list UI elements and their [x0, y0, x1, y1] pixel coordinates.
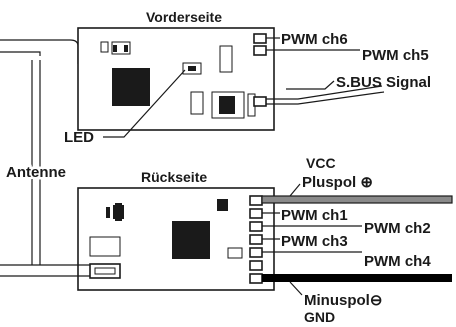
minus-pole-label: Minuspol⊖ [304, 292, 382, 309]
led-pointer-line [103, 69, 186, 138]
back-antenna-wires [0, 264, 92, 277]
front-microcontroller-chip [112, 68, 150, 106]
back-components [89, 199, 243, 259]
back-microcontroller-chip [172, 221, 210, 259]
back-side-title: Rückseite [141, 169, 207, 185]
front-components [100, 41, 256, 119]
front-side-title: Vorderseite [146, 9, 222, 25]
front-smd-capacitor [111, 41, 131, 55]
antenna-label: Antenne [6, 164, 66, 181]
front-regulator [211, 91, 245, 119]
gnd-label: GND [304, 309, 335, 325]
pin-label-ch2: PWM ch2 [364, 220, 431, 237]
pin-label-ch5: PWM ch5 [362, 47, 429, 64]
front-smd-small [100, 41, 109, 53]
pin-label-ch1: PWM ch1 [281, 207, 348, 224]
sbus-signal-label: S.BUS Signal [336, 74, 431, 91]
back-pin-pads [249, 195, 263, 284]
pin-label-ch4: PWM ch4 [364, 253, 431, 270]
plus-pole-label: Pluspol ⊕ [302, 174, 373, 191]
antenna-label-halo: Antenne [6, 164, 66, 181]
vcc-wire [261, 195, 453, 204]
vcc-label: VCC [306, 155, 336, 171]
back-smd-chip [113, 205, 124, 219]
front-led [182, 62, 202, 75]
led-label: LED [64, 129, 94, 146]
back-smd-small [227, 247, 243, 259]
back-crystal [89, 236, 121, 257]
sbus-wire [266, 80, 385, 105]
front-antenna-wires [0, 39, 79, 64]
back-smd-left [106, 207, 110, 218]
front-smd-vertical [190, 91, 204, 115]
gnd-wire [262, 274, 452, 282]
pin-label-ch3: PWM ch3 [281, 233, 348, 250]
gnd-pointer-line [289, 281, 303, 296]
pin-label-ch6: PWM ch6 [281, 31, 348, 48]
back-smd-top [217, 199, 228, 211]
vcc-pointer-line [289, 183, 301, 197]
front-resistor [219, 45, 233, 73]
